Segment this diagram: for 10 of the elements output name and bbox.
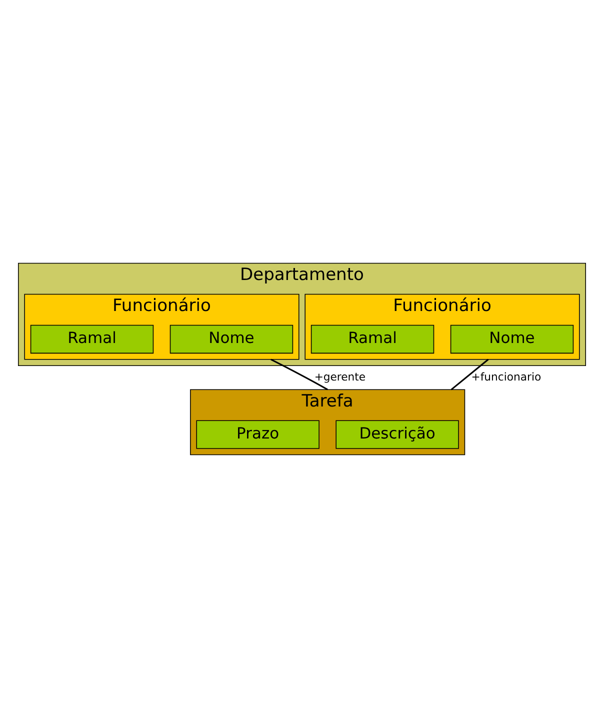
- edge-label: +gerente: [314, 370, 366, 383]
- node-box: Ramal: [30, 324, 154, 354]
- node-box: Prazo: [196, 420, 320, 448]
- node-box: Nome: [170, 324, 294, 354]
- node-box: Nome: [450, 324, 574, 354]
- node-box: Ramal: [310, 324, 434, 354]
- connector: [450, 358, 489, 390]
- node-box: Descrição: [336, 420, 459, 448]
- connector: [270, 358, 328, 390]
- edge-label: +funcionario: [471, 370, 542, 383]
